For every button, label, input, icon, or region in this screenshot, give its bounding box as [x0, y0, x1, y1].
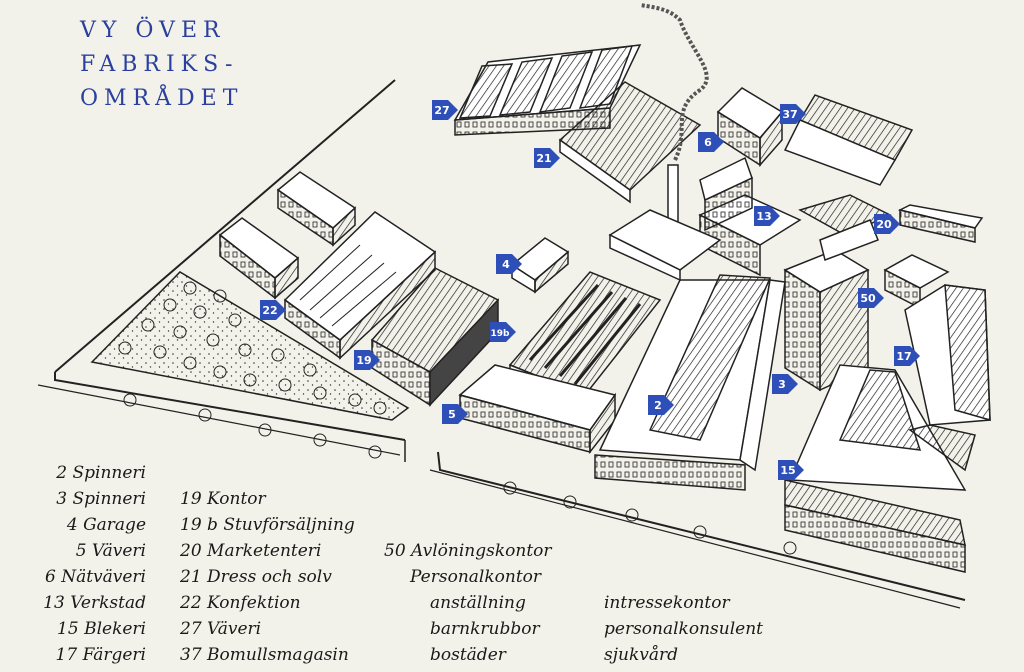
svg-text:19: 19: [356, 354, 371, 367]
diagram-title: VY ÖVER FABRIKS- OMRÅDET: [80, 14, 243, 116]
legend-column-4: intressekontor personalkonsulent sjukvår…: [604, 590, 763, 668]
legend-item: 3 Spinneri: [56, 489, 146, 509]
svg-text:17: 17: [896, 350, 911, 363]
title-line-2: FABRIKS-: [80, 52, 239, 77]
location-marker-15: 15: [778, 460, 804, 480]
svg-text:21: 21: [536, 152, 551, 165]
location-marker-22: 22: [260, 300, 286, 320]
legend-item: 2 Spinneri: [56, 463, 146, 483]
location-marker-19b: 19b: [490, 322, 516, 342]
legend-item: intressekontor: [604, 593, 730, 613]
legend-item: 19 b Stuvförsäljning: [180, 515, 355, 535]
title-line-3: OMRÅDET: [80, 86, 244, 111]
location-marker-6: 6: [698, 132, 724, 152]
location-markers: 27 21 6 37 13 20 4 22 19b 19 50 17 3 2 5 15: [260, 100, 920, 480]
legend-item: 22 Konfektion: [180, 593, 301, 613]
svg-text:5: 5: [448, 408, 456, 421]
legend-column-2: 19 Kontor 19 b Stuvförsäljning 20 Market…: [180, 486, 355, 668]
svg-text:2: 2: [654, 399, 662, 412]
legend-item: 6 Nätväveri: [44, 567, 146, 587]
legend-item: 4 Garage: [66, 515, 146, 535]
location-marker-19: 19: [354, 350, 380, 370]
site-boundary: [37, 79, 966, 609]
legend-item: 19 Kontor: [180, 489, 266, 509]
svg-text:19b: 19b: [491, 329, 511, 339]
legend-item: anställning: [430, 593, 526, 613]
park-area: [90, 271, 410, 421]
svg-text:37: 37: [782, 108, 797, 121]
location-marker-4: 4: [496, 254, 522, 274]
svg-text:50: 50: [860, 292, 876, 305]
location-marker-17: 17: [894, 346, 920, 366]
legend-item: personalkonsulent: [604, 619, 763, 639]
buildings-west: [218, 171, 570, 407]
svg-text:20: 20: [876, 218, 892, 231]
location-marker-20: 20: [874, 214, 900, 234]
svg-text:22: 22: [262, 304, 277, 317]
svg-text:27: 27: [434, 104, 449, 117]
legend-item: 5 Väveri: [75, 541, 146, 561]
legend-item: 37 Bomullsmagasin: [180, 645, 349, 665]
legend-item: barnkrubbor: [430, 619, 540, 639]
buildings-north: [453, 44, 914, 204]
street-trees: [123, 393, 797, 555]
legend-item: 13 Verkstad: [43, 593, 146, 613]
legend-item: 17 Färgeri: [55, 645, 146, 665]
legend-item: 21 Dress och solv: [180, 567, 332, 587]
location-marker-3: 3: [772, 374, 798, 394]
legend-item: 27 Väveri: [180, 619, 262, 639]
legend-column-3: 50 Avlöningskontor Personalkontor anstäl…: [384, 538, 552, 668]
svg-text:4: 4: [502, 258, 510, 271]
legend-item: 50 Avlöningskontor: [384, 541, 552, 561]
legend-item: sjukvård: [604, 645, 678, 665]
svg-text:13: 13: [756, 210, 771, 223]
location-marker-5: 5: [442, 404, 468, 424]
location-marker-50: 50: [858, 288, 884, 308]
legend-column-1: 2 Spinneri 3 Spinneri 4 Garage 5 Väveri …: [36, 460, 146, 668]
legend-item: bostäder: [430, 645, 506, 665]
location-marker-2: 2: [648, 395, 674, 415]
legend-item: Personalkontor: [410, 567, 542, 587]
location-marker-13: 13: [754, 206, 780, 226]
legend-item: 15 Blekeri: [57, 619, 146, 639]
title-line-1: VY ÖVER: [80, 18, 226, 43]
location-marker-37: 37: [780, 104, 806, 124]
svg-text:15: 15: [780, 464, 795, 477]
location-marker-21: 21: [534, 148, 560, 168]
svg-text:3: 3: [778, 378, 786, 391]
buildings-main-complex: [458, 156, 991, 573]
legend-item: 20 Marketenteri: [180, 541, 322, 561]
location-marker-27: 27: [432, 100, 458, 120]
svg-text:6: 6: [704, 136, 712, 149]
